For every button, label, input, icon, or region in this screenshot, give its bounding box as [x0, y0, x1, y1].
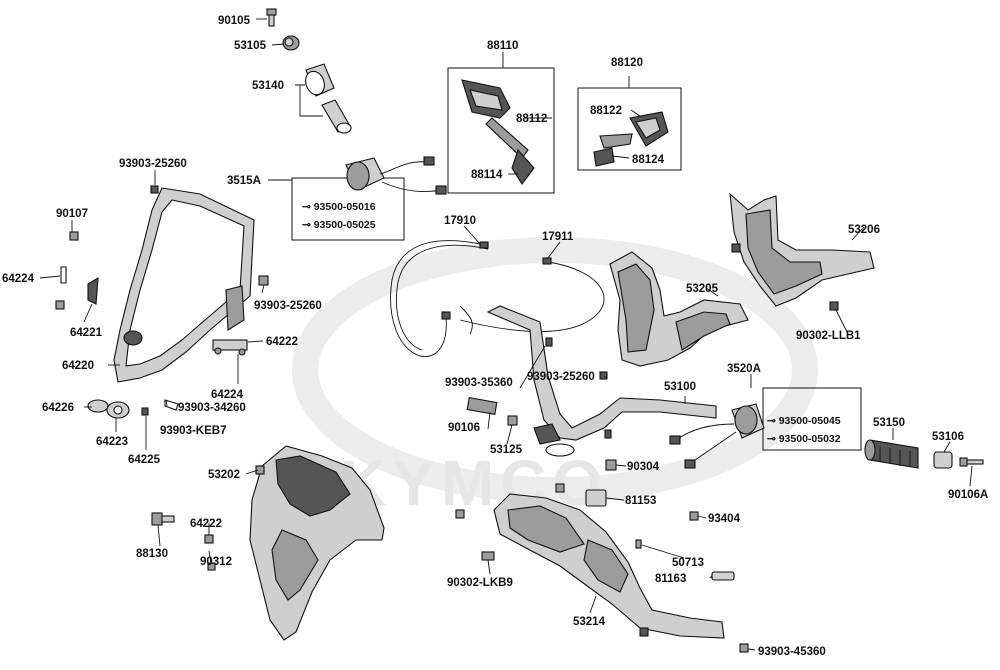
part-labels: 90105 53105 53140 88110 88112 88114 8812…: [2, 15, 988, 658]
small-parts-bottom: [151, 483, 749, 653]
label-53125: 53125: [490, 444, 523, 456]
label-3515A: 3515A: [227, 175, 261, 187]
label-88124: 88124: [632, 154, 665, 166]
label-64223: 64223: [96, 436, 128, 448]
mirror-88120-box: [577, 87, 682, 171]
mirror-left-88120: [593, 111, 669, 167]
label-53140: 53140: [252, 80, 284, 92]
label-81153: 81153: [625, 495, 656, 507]
throttle-cables: [390, 240, 605, 357]
label-64224-bottom: 64224: [211, 389, 244, 401]
label-53106: 53106: [932, 431, 964, 443]
label-93500-05045: ⊸ 93500-05045: [767, 415, 841, 427]
label-53202: 53202: [208, 469, 240, 481]
label-64222-top: 64222: [266, 336, 298, 348]
bar-end-weight-53106: [933, 451, 953, 469]
label-93903-35360: 93903-35360: [445, 377, 513, 389]
label-90312: 90312: [200, 556, 232, 568]
label-90304: 90304: [627, 461, 660, 473]
label-90107: 90107: [56, 208, 88, 220]
leader-lines: [39, 18, 973, 651]
label-93404: 93404: [708, 513, 741, 525]
label-53214: 53214: [573, 616, 606, 628]
label-64224-top: 64224: [2, 273, 35, 285]
screw-90105-drawing: [266, 8, 277, 27]
label-88114: 88114: [471, 169, 503, 181]
bar-end-weight-53105: [282, 35, 300, 51]
label-90302-LLB1: 90302-LLB1: [796, 330, 861, 342]
label-64225: 64225: [128, 454, 161, 466]
label-88120: 88120: [611, 57, 643, 69]
handlebar-53100: [466, 305, 717, 471]
label-17911: 17911: [542, 231, 574, 243]
grip-53150: [864, 439, 919, 469]
label-53150: 53150: [873, 417, 905, 429]
label-90105: 90105: [218, 15, 251, 27]
mirror-88110-box: [447, 67, 555, 194]
label-93500-05025: ⊸ 93500-05025: [302, 219, 376, 231]
label-88130: 88130: [136, 548, 168, 560]
label-93903-25260-mid: 93903-25260: [254, 300, 322, 312]
front-cover-53202: [249, 445, 385, 641]
label-50713: 50713: [672, 557, 704, 569]
label-53100: 53100: [664, 381, 696, 393]
lower-cover-53214: [481, 493, 725, 639]
rear-handle-cover-53206: [729, 192, 875, 311]
label-93500-05032: ⊸ 93500-05032: [767, 433, 841, 445]
windscreen-64220: [113, 187, 255, 383]
throttle-pipe-53140: [305, 63, 352, 134]
kymco-watermark: KYMCO: [292, 237, 818, 519]
switch-3520A-box: [762, 387, 862, 451]
label-93903-25260-right: 93903-25260: [527, 371, 595, 383]
label-3520A: 3520A: [727, 363, 761, 375]
label-64226: 64226: [42, 402, 74, 414]
screw-90106A: [959, 457, 984, 467]
front-handle-cover-53205: [609, 251, 749, 367]
label-88112: 88112: [516, 113, 547, 125]
switch-right-3520A: [669, 403, 765, 469]
label-88110: 88110: [487, 40, 518, 52]
label-93500-05016: ⊸ 93500-05016: [302, 201, 376, 213]
label-64222-bottom: 64222: [190, 518, 222, 530]
label-93903-45360: 93903-45360: [758, 646, 826, 658]
label-53105: 53105: [234, 40, 267, 52]
label-64221: 64221: [70, 327, 103, 339]
label-17910: 17910: [444, 215, 476, 227]
switch-left-3515A: [345, 156, 447, 195]
label-53205: 53205: [686, 283, 719, 295]
mirror-right-88110: [461, 79, 535, 185]
label-93903-KEB7: 93903-KEB7: [160, 425, 226, 437]
label-90302-LKB9: 90302-LKB9: [447, 577, 513, 589]
label-88122: 88122: [590, 105, 622, 117]
label-93903-34260: 93903-34260: [178, 402, 246, 414]
label-64220: 64220: [62, 360, 94, 372]
label-81163: 81163: [655, 573, 686, 585]
windscreen-hardware: [55, 185, 269, 419]
label-93903-25260-top: 93903-25260: [119, 158, 187, 170]
label-90106A: 90106A: [948, 489, 988, 501]
label-53206: 53206: [848, 224, 880, 236]
label-90106: 90106: [448, 422, 480, 434]
